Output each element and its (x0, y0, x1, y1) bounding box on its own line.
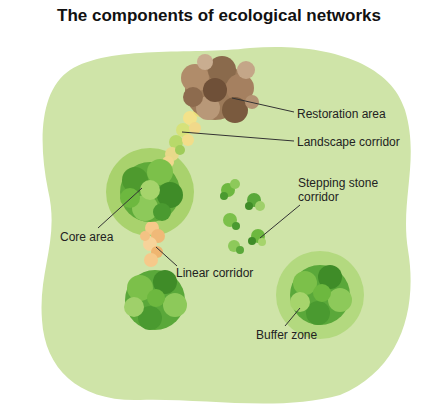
linear-corridor (140, 221, 165, 267)
callout-label: Core area (60, 230, 113, 244)
callout-label: Stepping stone corridor (298, 176, 398, 204)
core-area (120, 159, 183, 222)
landscape-ground (42, 47, 411, 404)
stepping-stones (220, 179, 266, 254)
core-halo (106, 148, 194, 236)
callout-label: Restoration area (297, 107, 386, 121)
restoration-area (181, 54, 259, 123)
buffer-halo (276, 251, 364, 339)
buffer-core (290, 265, 352, 325)
callout-label: Linear corridor (176, 266, 253, 280)
leader-lines (98, 98, 300, 326)
diagram-title: The components of ecological networks (57, 6, 381, 26)
callout-label: Landscape corridor (297, 135, 400, 149)
callout-label: Buffer zone (256, 328, 317, 342)
